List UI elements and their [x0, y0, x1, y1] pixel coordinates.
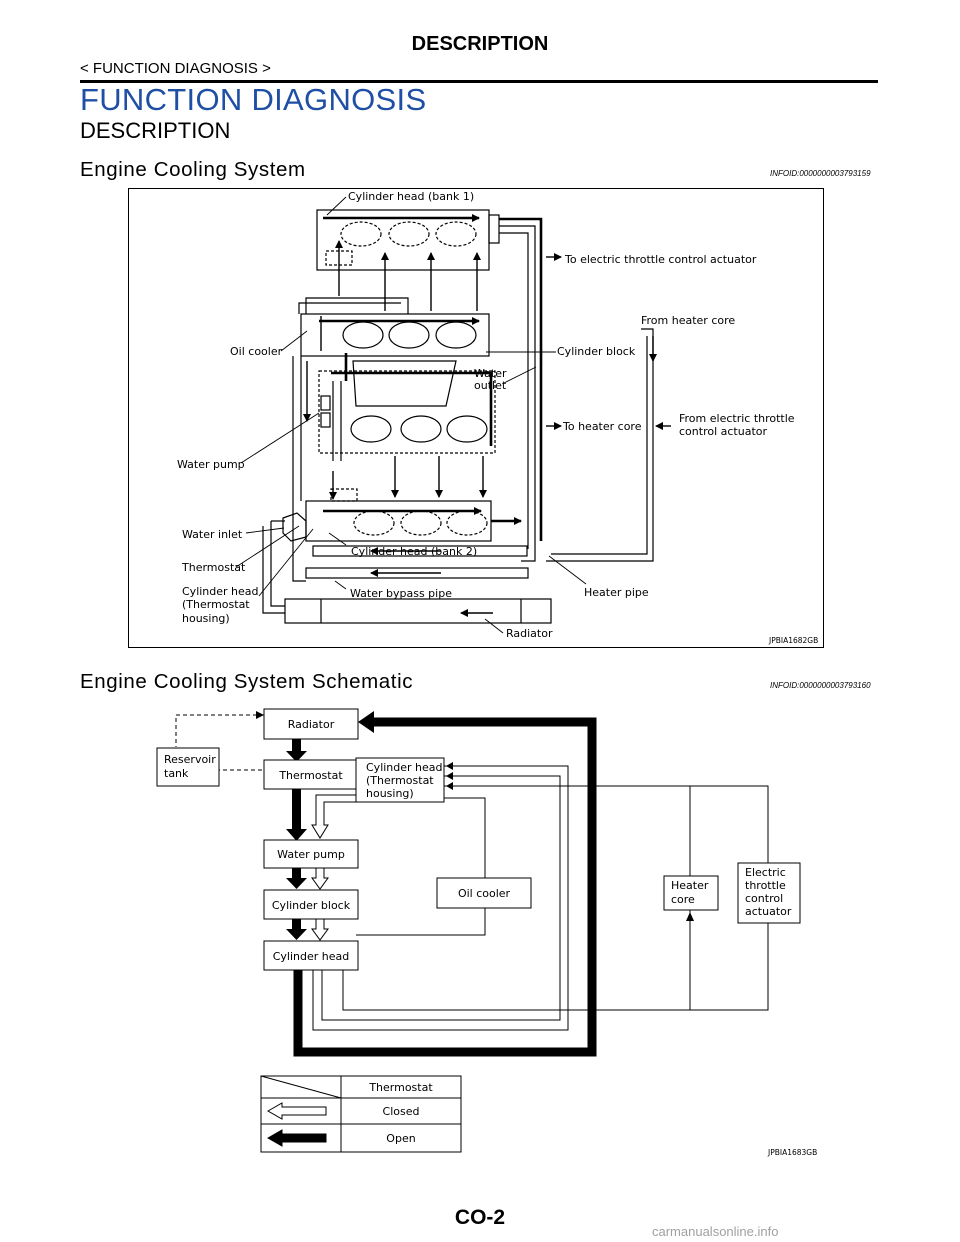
label-cyl-head-therm-2: (Thermostat: [182, 598, 250, 611]
box-radiator-label: Radiator: [288, 718, 335, 731]
label-water-pump: Water pump: [177, 458, 245, 471]
box-cyl-head-therm-label-3: housing): [366, 787, 414, 800]
label-radiator: Radiator: [506, 627, 553, 640]
box-heater-label-1: Heater: [671, 879, 709, 892]
radiator-return-arrow: [358, 711, 374, 733]
reservoir-box: [156, 747, 220, 787]
label-oil-cooler: Oil cooler: [230, 345, 283, 358]
page-header-title: DESCRIPTION: [411, 33, 549, 55]
box-reservoir-label-2: tank: [164, 767, 189, 780]
label-water-inlet: Water inlet: [182, 528, 243, 541]
label-from-etc-2: control actuator: [679, 425, 767, 438]
box-cylinder-block-label: Cylinder block: [272, 899, 351, 912]
breadcrumb: < FUNCTION DIAGNOSIS >: [80, 60, 271, 77]
figure1-code: JPBIA1682GB: [768, 636, 818, 645]
box-etc-label-4: actuator: [745, 905, 792, 918]
label-cyl-head-therm-3: housing): [182, 612, 230, 625]
page-number: CO-2: [454, 1206, 506, 1229]
figure2-code: JPBIA1683GB: [767, 1148, 817, 1157]
label-to-etc: To electric throttle control actuator: [564, 253, 757, 266]
box-water-pump-label: Water pump: [277, 848, 345, 861]
water-pump-box: [263, 839, 359, 869]
figure1-title: Engine Cooling System: [80, 158, 306, 181]
label-water-outlet-2: outlet: [474, 379, 507, 392]
figure2-title: Engine Cooling System Schematic: [80, 670, 414, 693]
box-cyl-head-therm-label-2: (Thermostat: [366, 774, 434, 787]
label-heater-pipe: Heater pipe: [584, 586, 649, 599]
header-divider: [80, 80, 878, 83]
etc-box: [737, 862, 801, 924]
label-water-outlet-1: Water: [474, 367, 507, 380]
cylinder-head-box: [263, 940, 359, 971]
label-cyl-head-therm-1: Cylinder head: [182, 585, 259, 598]
heater-core-box: [663, 875, 719, 911]
box-cyl-head-therm-label-1: Cylinder head: [366, 761, 443, 774]
box-thermostat-label: Thermostat: [278, 769, 343, 782]
label-to-heater-core: To heater core: [562, 420, 642, 433]
label-cyl-head-bank2: Cylinder head (bank 2): [351, 545, 477, 558]
box-etc-label-3: control: [745, 892, 783, 905]
box-heater-label-2: core: [671, 893, 695, 906]
thermostat-box: [263, 759, 359, 790]
figure2-infoid: INFOID:0000000003793160: [770, 681, 871, 690]
legend-open-arrow-icon: [266, 1129, 327, 1147]
label-water-bypass: Water bypass pipe: [350, 587, 452, 600]
box-etc-label-1: Electric: [745, 866, 786, 879]
box-cylinder-head-label: Cylinder head: [273, 950, 350, 963]
subsection-title: DESCRIPTION: [80, 118, 231, 143]
label-from-heater-core: From heater core: [641, 314, 735, 327]
oil-cooler-box: [436, 877, 532, 909]
figure1-frame: Cylinder head (bank 1) To electric throt…: [128, 188, 824, 648]
engine-cooling-system-diagram: Cylinder head (bank 1) To electric throt…: [177, 190, 818, 645]
figure1-labels: Cylinder head (bank 1) To electric throt…: [177, 190, 795, 640]
legend-closed-arrow-icon: [266, 1102, 327, 1120]
box-oil-cooler-label: Oil cooler: [458, 887, 511, 900]
legend-closed: Closed: [383, 1105, 420, 1118]
figure1-infoid: INFOID:0000000003793159: [770, 169, 871, 178]
section-title: FUNCTION DIAGNOSIS: [80, 82, 427, 117]
cylinder-block-box: [263, 889, 359, 920]
legend-table: [260, 1075, 462, 1153]
legend-open: Open: [386, 1132, 415, 1145]
label-from-etc-1: From electric throttle: [679, 412, 795, 425]
label-thermostat: Thermostat: [181, 561, 246, 574]
radiator-box: [263, 708, 359, 740]
label-cylinder-block: Cylinder block: [557, 345, 636, 358]
watermark: carmanualsonline.info: [652, 1224, 779, 1239]
box-etc-label-2: throttle: [745, 879, 786, 892]
label-cyl-head-bank1: Cylinder head (bank 1): [348, 190, 474, 203]
legend-header: Thermostat: [368, 1081, 433, 1094]
cyl-head-therm-box: [355, 757, 445, 803]
box-reservoir-label-1: Reservoir: [164, 753, 216, 766]
